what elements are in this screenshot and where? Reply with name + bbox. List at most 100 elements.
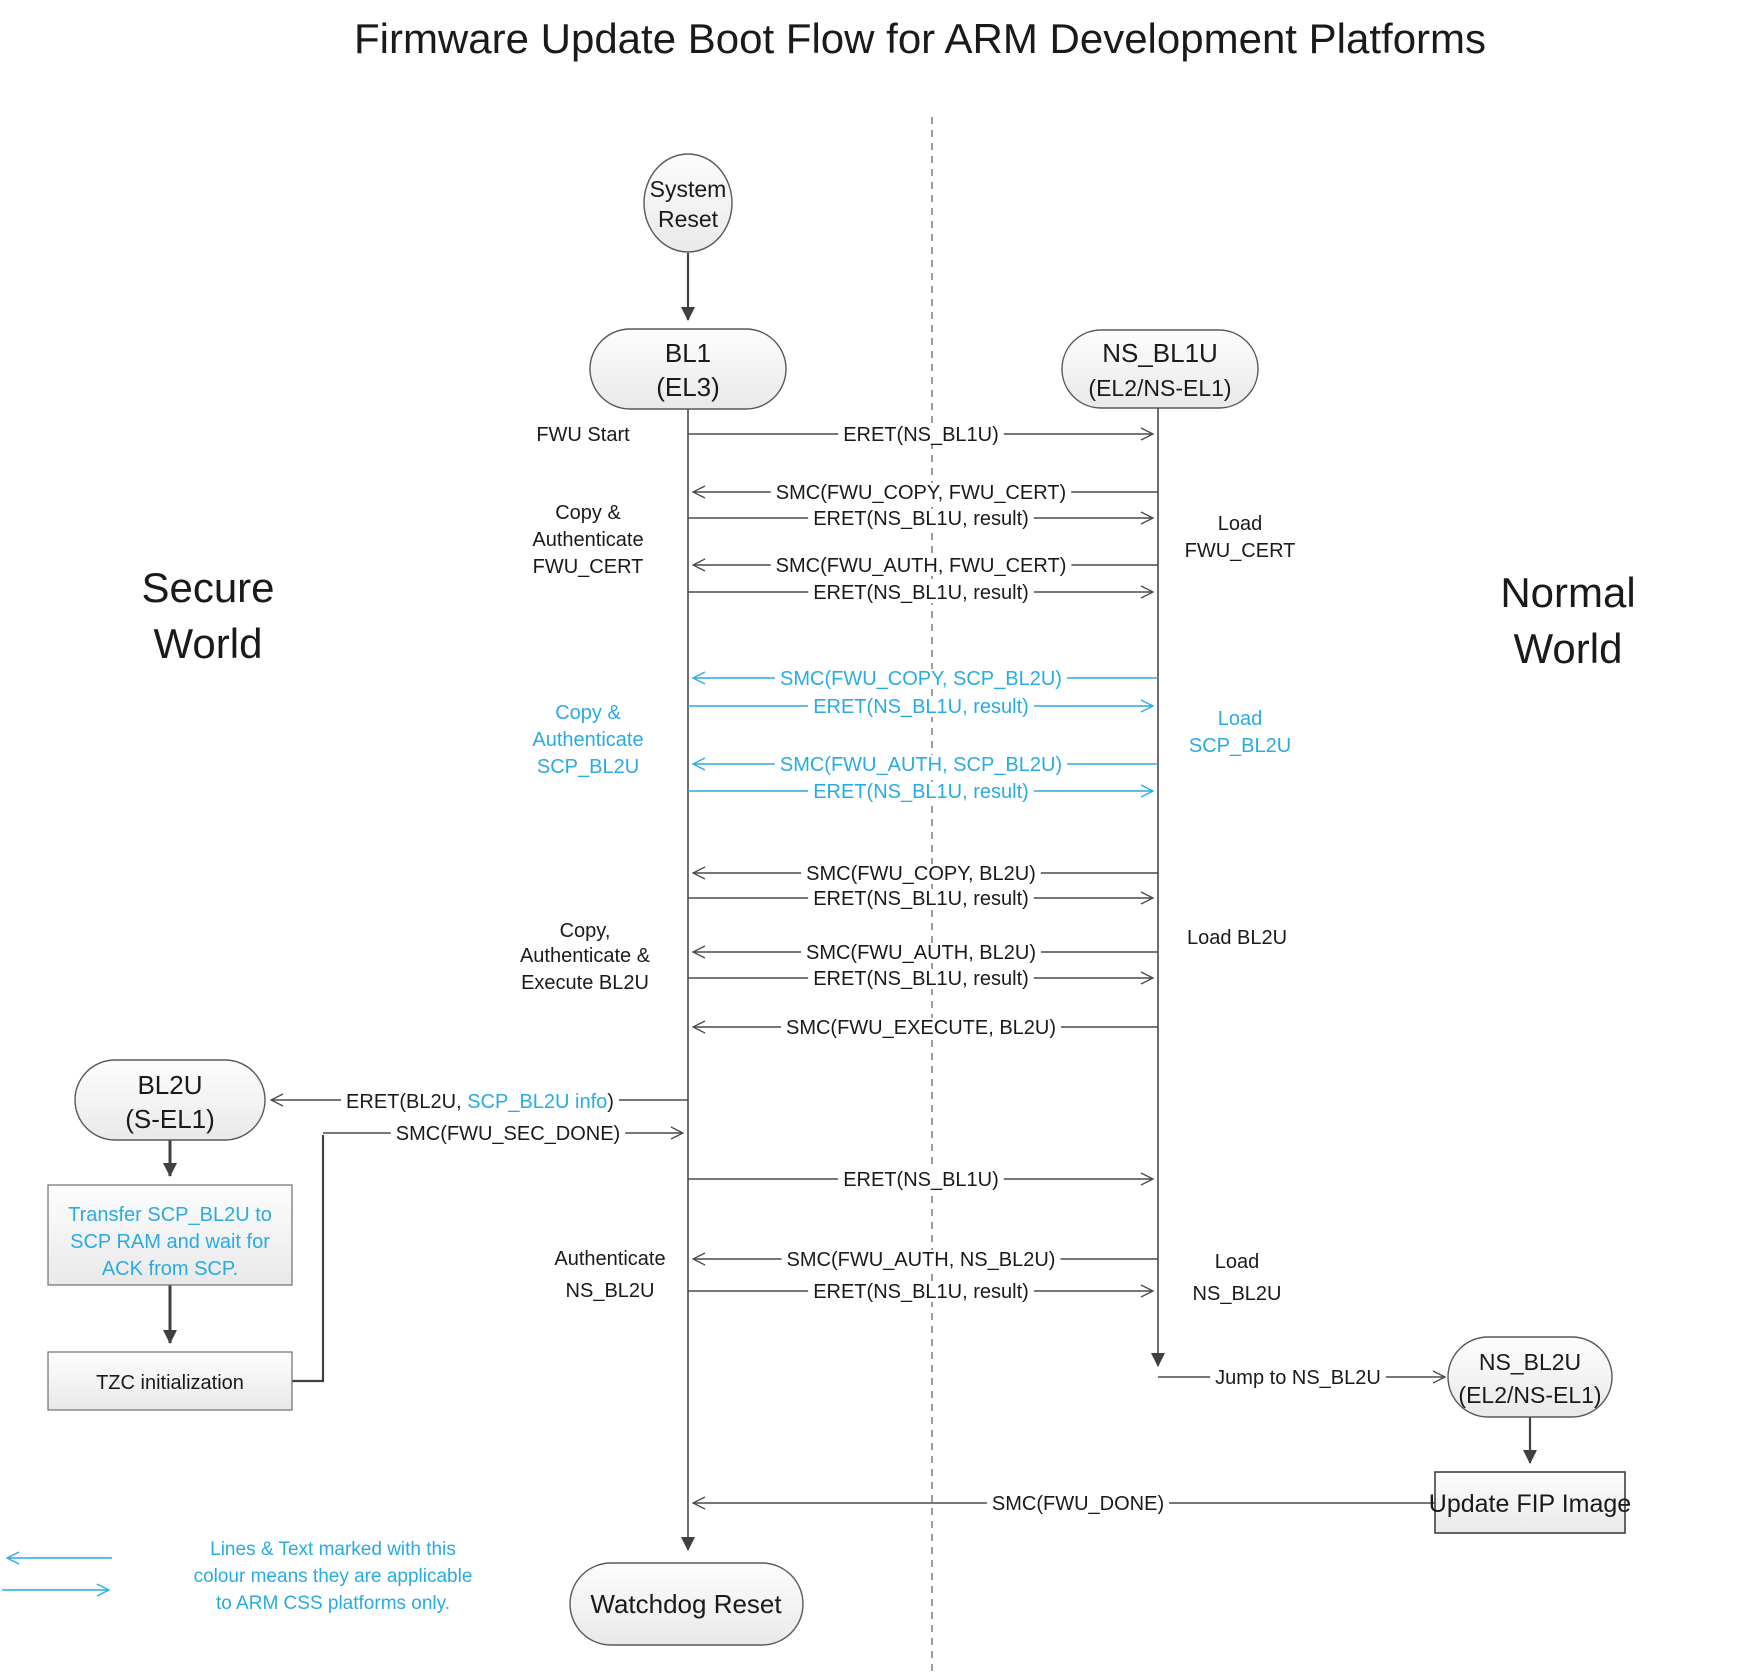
bl1-node: BL1 (EL3) <box>589 328 787 410</box>
svg-text:Update FIP Image: Update FIP Image <box>1429 1490 1631 1518</box>
msg-label-smc-copy-bl2u: SMC(FWU_COPY, BL2U) <box>806 863 1036 885</box>
label-background <box>770 556 1072 576</box>
tzc-return-connector <box>292 1135 325 1383</box>
label-background <box>808 1282 1034 1302</box>
label-background <box>986 1494 1170 1514</box>
msg-label-smc-fwu-done: SMC(FWU_DONE) <box>992 1493 1164 1515</box>
svg-text:(EL2/NS-EL1): (EL2/NS-EL1) <box>1088 375 1231 401</box>
msg-label-eret-result-scp-2: ERET(NS_BL1U, result) <box>813 781 1029 803</box>
msg-label-smc-auth-ns-bl2u: SMC(FWU_AUTH, NS_BL2U) <box>787 1249 1056 1271</box>
svg-text:(EL3): (EL3) <box>656 372 720 402</box>
svg-text:Authenticate: Authenticate <box>554 1248 665 1270</box>
svg-text:SCP RAM and wait for: SCP RAM and wait for <box>70 1231 270 1253</box>
label-background <box>838 425 1004 445</box>
system-reset-node: System Reset <box>643 153 733 253</box>
label-auth-ns-bl2u: Authenticate NS_BL2U <box>554 1248 665 1302</box>
normal-world-label: Normal World <box>1500 569 1635 672</box>
msg-label-smc-auth-fwu-cert: SMC(FWU_AUTH, FWU_CERT) <box>776 555 1067 577</box>
svg-text:FWU_CERT: FWU_CERT <box>533 556 644 578</box>
svg-text:Authenticate: Authenticate <box>532 729 643 751</box>
svg-text:FWU_CERT: FWU_CERT <box>1185 540 1296 562</box>
svg-text:Lines & Text marked with this: Lines & Text marked with this <box>210 1539 456 1560</box>
svg-text:SCP_BL2U: SCP_BL2U <box>537 756 639 778</box>
svg-text:NS_BL2U: NS_BL2U <box>1479 1349 1581 1375</box>
update-fip-rect <box>1434 1471 1626 1534</box>
svg-text:Reset: Reset <box>658 206 719 232</box>
msg-label-smc-execute-bl2u: SMC(FWU_EXECUTE, BL2U) <box>786 1017 1056 1039</box>
tzc-init-box: TZC initialization <box>47 1351 293 1411</box>
svg-text:NS_BL2U: NS_BL2U <box>566 1280 655 1302</box>
svg-text:Authenticate &: Authenticate & <box>520 945 651 967</box>
label-background <box>808 782 1034 802</box>
label-background <box>770 483 1072 503</box>
label-background <box>781 1250 1061 1270</box>
svg-text:colour means they are applicab: colour means they are applicable <box>194 1566 473 1587</box>
msg-label-eret-result-1: ERET(NS_BL1U, result) <box>813 508 1029 530</box>
svg-text:Copy,: Copy, <box>560 920 611 942</box>
ns-bl1u-shape <box>1061 329 1259 409</box>
svg-text:NS_BL1U: NS_BL1U <box>1102 338 1218 368</box>
msg-label-eret-result-5: ERET(NS_BL1U, result) <box>813 1281 1029 1303</box>
msg-label-eret-ns-bl1u-2: ERET(NS_BL1U) <box>843 1169 999 1191</box>
svg-text:ACK from SCP.: ACK from SCP. <box>102 1258 238 1280</box>
msg-label-smc-sec-done: SMC(FWU_SEC_DONE) <box>396 1123 620 1145</box>
svg-text:NS_BL2U: NS_BL2U <box>1193 1283 1282 1305</box>
svg-text:Copy &: Copy & <box>555 702 621 724</box>
svg-text:BL1: BL1 <box>665 338 711 368</box>
label-background <box>808 583 1034 603</box>
watchdog-reset-shape <box>569 1562 804 1646</box>
msg-label-smc-auth-scp-bl2u: SMC(FWU_AUTH, SCP_BL2U) <box>780 754 1062 776</box>
label-background <box>838 1170 1004 1190</box>
msg-label-eret-result-3: ERET(NS_BL1U, result) <box>813 888 1029 910</box>
label-load-bl2u: Load BL2U <box>1187 927 1287 949</box>
msg-label-eret-bl2u: ERET(BL2U, SCP_BL2U info) <box>346 1091 614 1113</box>
bl2u-node: BL2U (S-EL1) <box>74 1059 266 1141</box>
svg-text:Copy &: Copy & <box>555 502 621 524</box>
svg-text:System: System <box>650 176 727 202</box>
label-load-ns-bl2u: Load NS_BL2U <box>1193 1251 1282 1305</box>
msg-label-eret-ns-bl1u: ERET(NS_BL1U) <box>843 424 999 446</box>
label-load-fwu-cert: Load FWU_CERT <box>1185 513 1296 562</box>
svg-text:Watchdog Reset: Watchdog Reset <box>590 1589 782 1619</box>
msg-label-eret-result-scp-1: ERET(NS_BL1U, result) <box>813 696 1029 718</box>
label-copy-auth-fwu-cert: Copy & Authenticate FWU_CERT <box>532 502 643 578</box>
svg-text:Normal: Normal <box>1500 569 1635 616</box>
label-background <box>775 669 1067 689</box>
svg-text:BL2U: BL2U <box>137 1070 202 1100</box>
msg-label-jump-ns-bl2u: Jump to NS_BL2U <box>1215 1367 1381 1389</box>
label-background <box>808 969 1034 989</box>
svg-text:World: World <box>1514 625 1623 672</box>
msg-label-smc-auth-bl2u: SMC(FWU_AUTH, BL2U) <box>806 942 1036 964</box>
svg-text:Authenticate: Authenticate <box>532 529 643 551</box>
svg-text:Secure: Secure <box>141 564 274 611</box>
svg-text:World: World <box>154 620 263 667</box>
svg-text:TZC initialization: TZC initialization <box>96 1372 244 1394</box>
label-background <box>1210 1368 1386 1388</box>
label-background <box>800 943 1042 963</box>
tzc-init-rect <box>47 1351 293 1411</box>
label-background <box>780 1018 1062 1038</box>
label-copy-auth-scp-bl2u: Copy & Authenticate SCP_BL2U <box>532 702 643 778</box>
label-load-scp-bl2u: Load SCP_BL2U <box>1189 708 1291 757</box>
svg-text:Load: Load <box>1218 708 1263 730</box>
msg-label-eret-result-4: ERET(NS_BL1U, result) <box>813 968 1029 990</box>
label-background <box>774 755 1068 775</box>
bl1-shape <box>589 328 787 410</box>
update-fip-box: Update FIP Image <box>1429 1471 1631 1534</box>
label-background <box>808 697 1034 717</box>
system-reset-ellipse <box>643 153 733 253</box>
svg-text:to ARM CSS platforms only.: to ARM CSS platforms only. <box>216 1593 450 1614</box>
svg-text:Transfer SCP_BL2U to: Transfer SCP_BL2U to <box>68 1204 272 1226</box>
page-title: Firmware Update Boot Flow for ARM Develo… <box>354 15 1486 62</box>
svg-text:Load: Load <box>1218 513 1263 535</box>
label-background <box>341 1092 619 1112</box>
label-background <box>801 864 1041 884</box>
label-copy-auth-exec-bl2u: Copy, Authenticate & Execute BL2U <box>520 920 651 994</box>
svg-text:(EL2/NS-EL1): (EL2/NS-EL1) <box>1458 1382 1601 1408</box>
transfer-scp-box: Transfer SCP_BL2U to SCP RAM and wait fo… <box>47 1184 293 1286</box>
ns-bl2u-shape <box>1447 1336 1613 1418</box>
bl2u-shape <box>74 1059 266 1141</box>
msg-label-smc-copy-fwu-cert: SMC(FWU_COPY, FWU_CERT) <box>776 482 1066 504</box>
